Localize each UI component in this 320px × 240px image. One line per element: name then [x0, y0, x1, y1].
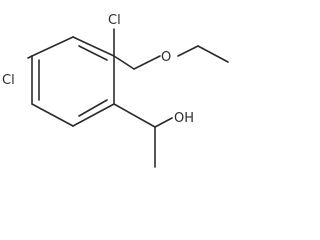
atom-label-chlorine-top: Cl — [108, 13, 121, 28]
ring-double-bond-upper-right — [78, 45, 108, 61]
bond-ring-c-to-oxygen — [113, 55, 135, 70]
bond-ch2-to-ch3 — [197, 45, 229, 63]
chemical-structure-diagram: Cl Cl O OH — [2, 13, 229, 168]
bond-c-to-oxygen — [133, 55, 161, 70]
ring-bond-c4-c5 — [31, 103, 74, 127]
bond-to-left-chlorine-b — [27, 55, 33, 59]
ring-bond-c1-c2 — [72, 36, 115, 57]
bond-oxygen-to-ch2 — [177, 45, 199, 57]
ring-double-bond-lower-right — [78, 99, 108, 117]
atom-label-oxygen: O — [161, 50, 171, 65]
bond-ring-to-carbinol — [113, 103, 156, 128]
ring-bond-c3-c4 — [72, 103, 115, 127]
ring-bond-c6-c1 — [31, 36, 74, 57]
atom-label-chlorine-left: Cl — [2, 73, 15, 88]
atom-label-hydroxyl: OH — [174, 111, 194, 126]
bond-carbinol-to-oh — [154, 117, 173, 128]
